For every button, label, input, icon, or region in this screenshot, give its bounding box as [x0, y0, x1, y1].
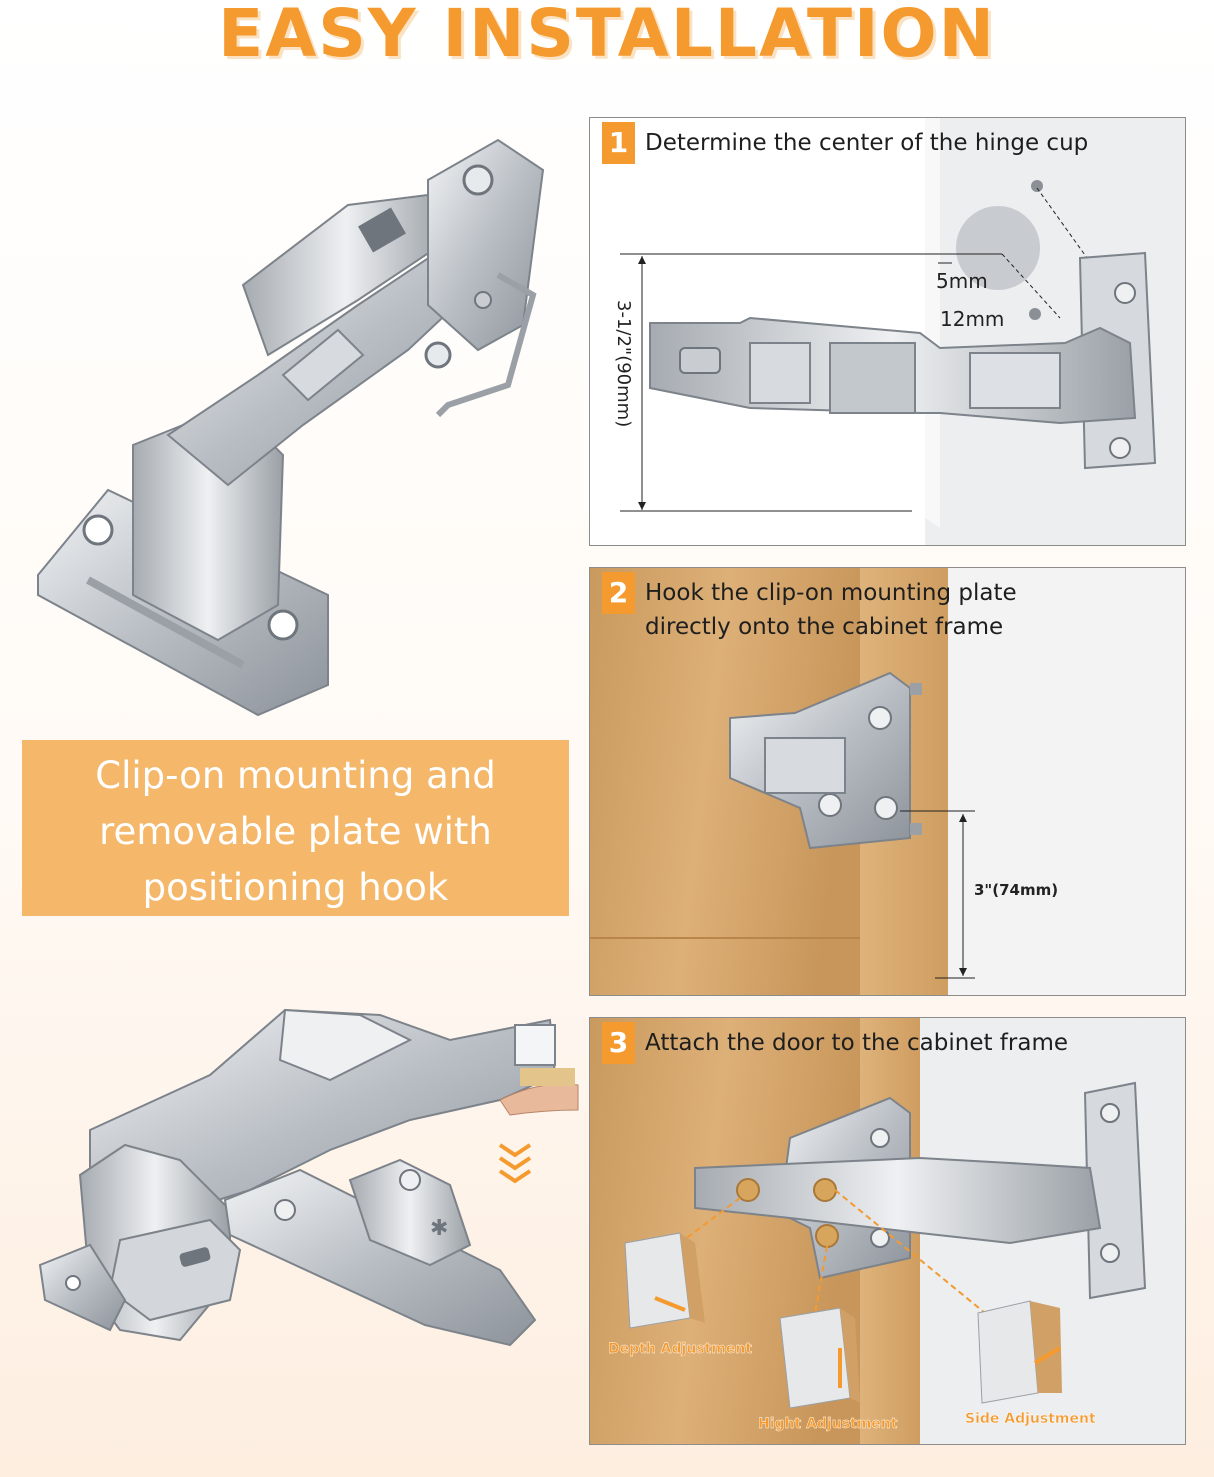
page-title: EASY INSTALLATION: [218, 0, 996, 72]
step-3-text: Attach the door to the cabinet frame: [645, 1030, 1069, 1056]
side-adjustment-label: Side Adjustment: [965, 1411, 1096, 1427]
dim-cup-edge: 5mm: [936, 269, 988, 293]
step-3-panel: Depth Adjustment Hight Adjustment Side A…: [589, 1017, 1186, 1445]
step-2-header: 2 Hook the clip-on mounting plate direct…: [602, 572, 1085, 644]
step-1-header: 1 Determine the center of the hinge cup: [602, 122, 1088, 164]
step-1-illustration: 5mm 12mm 3-1/2"(90mm): [613, 118, 1185, 545]
step-1-panel: 1 Determine the center of the hinge cup …: [589, 117, 1186, 546]
depth-adjustment-label: Depth Adjustment: [608, 1341, 752, 1357]
step-2-number: 2: [602, 572, 635, 614]
step-3-number: 3: [602, 1022, 635, 1064]
side-cube-icon: [977, 1300, 1062, 1404]
step-1-number: 1: [602, 122, 635, 164]
step-2-text: Hook the clip-on mounting plate directly…: [645, 580, 1017, 640]
feature-banner: Clip-on mounting and removable plate wit…: [22, 740, 569, 916]
step-1-text: Determine the center of the hinge cup: [645, 130, 1089, 156]
height-adjustment-label: Hight Adjustment: [758, 1416, 898, 1432]
dim-vertical-74mm: 3"(74mm): [974, 881, 1058, 899]
banner-line-1: Clip-on mounting and: [95, 754, 496, 797]
depth-cube-icon: [624, 1232, 705, 1329]
dim-cup-offset: 12mm: [940, 307, 1004, 331]
banner-line-3: positioning hook: [142, 866, 449, 909]
height-cube-icon: [779, 1307, 860, 1409]
dim-vertical-90mm: 3-1/2"(90mm): [613, 300, 634, 427]
step-2-panel: 3"(74mm) 2 Hook the clip-on mounting pla…: [589, 567, 1186, 996]
step-2-illustration: 3"(74mm): [590, 568, 1185, 995]
hinge-product-image: [37, 138, 545, 717]
hinge-removal-image: ✱: [38, 1008, 579, 1347]
step-3-header: 3 Attach the door to the cabinet frame: [602, 1022, 1068, 1064]
step-3-illustration: Depth Adjustment Hight Adjustment Side A…: [590, 1018, 1185, 1444]
banner-line-2: removable plate with: [99, 810, 492, 853]
svg-text:✱: ✱: [430, 1216, 448, 1241]
